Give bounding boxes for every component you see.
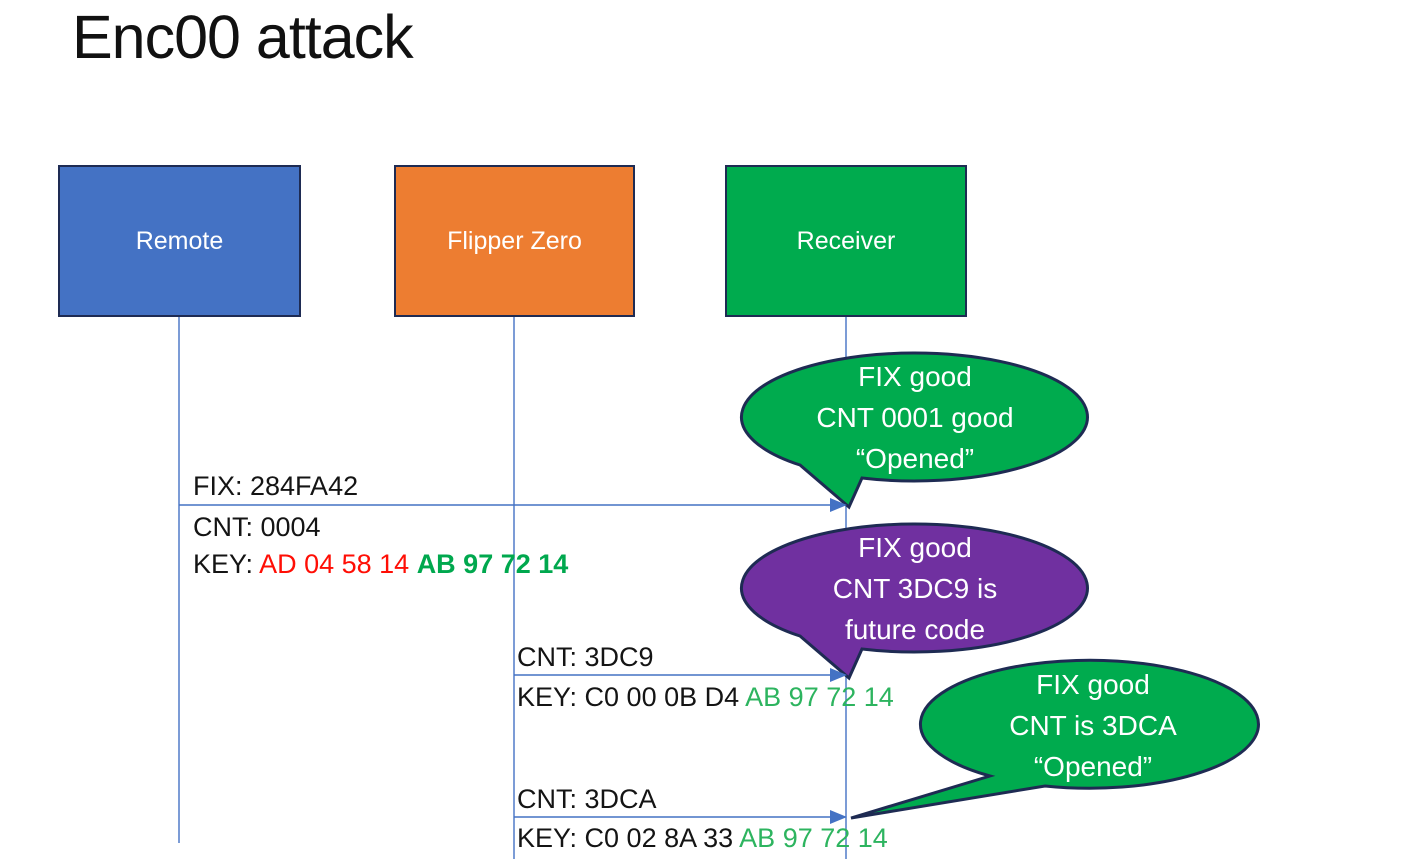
callout-bubble-2 — [740, 522, 1089, 681]
msg2-key-green-bytes: AB 97 72 14 — [745, 682, 894, 712]
msg3-key-label: KEY: C0 02 8A 33 AB 97 72 14 — [517, 823, 888, 854]
msg2-key-prefix: KEY: C0 00 0B D4 — [517, 682, 746, 712]
callout-3-line-3: “Opened” — [1033, 751, 1153, 782]
callout-3-line-1: FIX good — [1036, 669, 1150, 700]
arrowhead-msg2 — [830, 668, 847, 682]
callout-1-line-3: “Opened” — [855, 443, 975, 474]
actor-label-flipper-zero: Flipper Zero — [447, 226, 582, 255]
msg1-fix-label: FIX: 284FA42 — [193, 471, 359, 501]
callout-2-line-1: FIX good — [858, 532, 972, 563]
actor-label-remote: Remote — [135, 226, 224, 255]
msg3-key-prefix: KEY: C0 02 8A 33 — [517, 823, 740, 853]
arrowhead-msg1 — [830, 498, 847, 512]
callout-3-line-2: CNT is 3DCA — [1009, 710, 1177, 741]
actor-box-receiver: Receiver — [725, 165, 967, 317]
page-title: Enc00 attack — [72, 3, 414, 71]
callout-2-line-2: CNT 3DC9 is — [832, 573, 998, 604]
callout-1-text: FIX good CNT 0001 good “Opened” — [742, 356, 1088, 479]
msg1-key-green-bytes: AB 97 72 14 — [416, 549, 569, 579]
callout-2-text: FIX good CNT 3DC9 is future code — [742, 527, 1088, 650]
arrowhead-msg3 — [830, 810, 847, 824]
msg1-cnt-label: CNT: 0004 — [193, 512, 321, 542]
msg1-key-prefix: KEY: — [193, 549, 260, 579]
actor-box-remote: Remote — [58, 165, 301, 317]
callout-1-line-1: FIX good — [858, 361, 972, 392]
callout-3-text: FIX good CNT is 3DCA “Opened” — [920, 664, 1266, 787]
msg2-key-label: KEY: C0 00 0B D4 AB 97 72 14 — [517, 682, 894, 713]
callout-bubble-3 — [850, 658, 1260, 820]
msg1-key-label: KEY: AD 04 58 14 AB 97 72 14 — [193, 549, 568, 580]
msg2-cnt-label: CNT: 3DC9 — [517, 642, 654, 672]
msg3-cnt-label: CNT: 3DCA — [517, 784, 657, 814]
actor-label-receiver: Receiver — [796, 226, 896, 255]
callout-bubble-1 — [740, 351, 1089, 510]
callout-1-line-2: CNT 0001 good — [816, 402, 1014, 433]
callout-2-line-3: future code — [844, 614, 986, 645]
msg1-key-red-bytes: AD 04 58 14 — [259, 549, 417, 579]
msg3-key-green-bytes: AB 97 72 14 — [739, 823, 888, 853]
actor-box-flipper-zero: Flipper Zero — [394, 165, 635, 317]
